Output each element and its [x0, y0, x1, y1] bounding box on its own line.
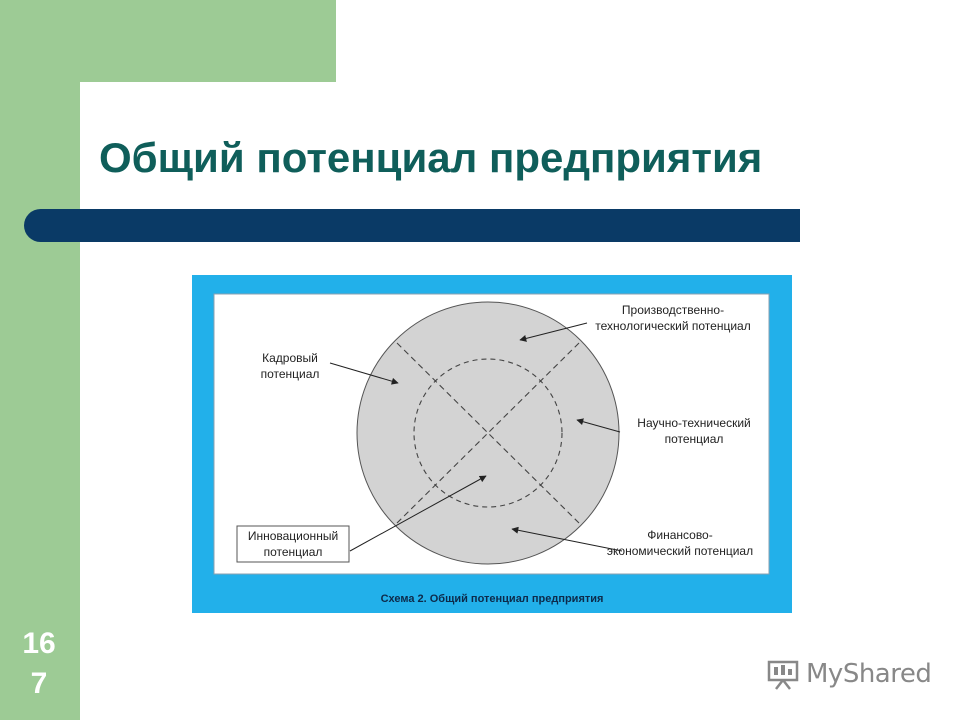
arrow-personnel — [329, 362, 399, 385]
slide-number-line2: 7 — [30, 667, 48, 700]
watermark: MyShared — [766, 656, 932, 692]
slide-number: 16 7 — [10, 624, 68, 704]
arrow-production — [519, 322, 588, 342]
outer-circle — [356, 301, 620, 565]
label-scientific-line1: Научно-технический — [637, 416, 750, 430]
inner-dashed-circle — [413, 358, 563, 508]
watermark-text: MyShared — [806, 659, 932, 689]
label-production-line2: технологический потенциал — [595, 319, 750, 333]
label-innovation-line1: Инновационный — [248, 529, 338, 543]
diagram-figure: Производственно- технологический потенци… — [192, 275, 792, 613]
green-left-band — [0, 0, 80, 720]
slide-number-line1: 16 — [22, 627, 56, 660]
label-financial-line2: экономический потенциал — [607, 544, 753, 558]
label-personnel-line1: Кадровый — [262, 351, 318, 365]
arrow-innovation — [349, 475, 487, 552]
slide-title: Общий потенциал предприятия — [99, 134, 763, 181]
title-underline-bar — [24, 209, 800, 242]
label-production-line1: Производственно- — [622, 303, 724, 317]
arrow-financial — [511, 526, 623, 552]
label-scientific-line2: потенциал — [665, 432, 724, 446]
potential-diagram: Производственно- технологический потенци… — [213, 293, 770, 605]
label-personnel-line2: потенциал — [261, 367, 320, 381]
innovation-label-box — [236, 525, 350, 563]
dashed-divider-1 — [396, 342, 580, 524]
presentation-board-icon — [767, 660, 799, 690]
label-financial-line1: Финансово- — [647, 528, 712, 542]
arrow-scientific — [576, 418, 621, 433]
diagram-caption: Схема 2. Общий потенциал предприятия — [381, 593, 604, 605]
label-innovation-line2: потенциал — [264, 545, 323, 559]
dashed-divider-2 — [396, 342, 580, 524]
